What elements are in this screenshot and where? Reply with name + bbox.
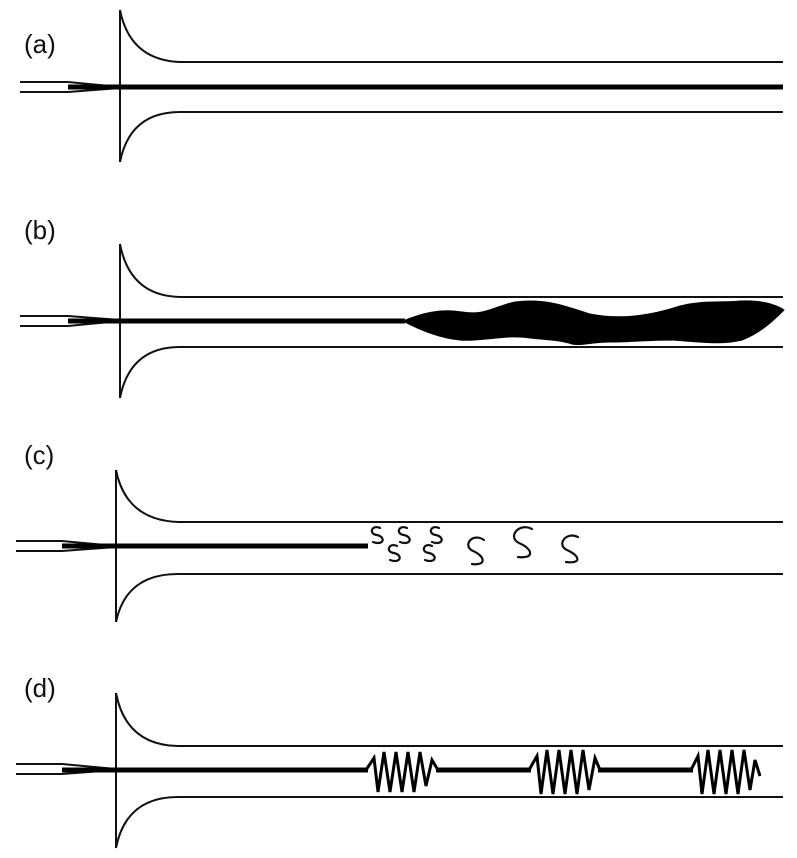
flare-bottom-d	[115, 770, 783, 849]
panel-label-d: (d)	[24, 673, 56, 703]
flare-top-c	[115, 469, 783, 546]
flare-top-b	[119, 243, 783, 320]
panel-label-a: (a)	[24, 29, 56, 59]
flare-bottom-a	[119, 88, 783, 163]
coil-1-d	[364, 751, 440, 793]
flare-top-a	[119, 9, 783, 87]
panel-b: (b)	[20, 215, 785, 399]
vortex-small-4	[387, 544, 401, 563]
panel-d: (d)	[16, 673, 783, 849]
coil-3-d	[689, 749, 762, 795]
vortex-small-2	[397, 526, 411, 545]
vortex-rings-c	[370, 526, 580, 566]
sinuous-breakup-b	[401, 300, 785, 346]
panel-c: (c)	[16, 440, 783, 623]
vortex-medium-1	[467, 536, 486, 566]
vortex-large-2	[561, 534, 580, 564]
vortex-large-1	[513, 526, 534, 559]
panel-label-c: (c)	[24, 440, 54, 470]
flare-bottom-b	[119, 321, 783, 399]
panel-label-b: (b)	[24, 215, 56, 245]
coil-2-d	[527, 749, 602, 795]
vortex-small-1	[370, 526, 384, 545]
panel-a: (a)	[20, 9, 783, 163]
vortex-small-5	[422, 544, 436, 563]
vortex-small-3	[429, 526, 443, 545]
flare-bottom-c	[115, 547, 783, 623]
flare-top-d	[115, 692, 783, 769]
